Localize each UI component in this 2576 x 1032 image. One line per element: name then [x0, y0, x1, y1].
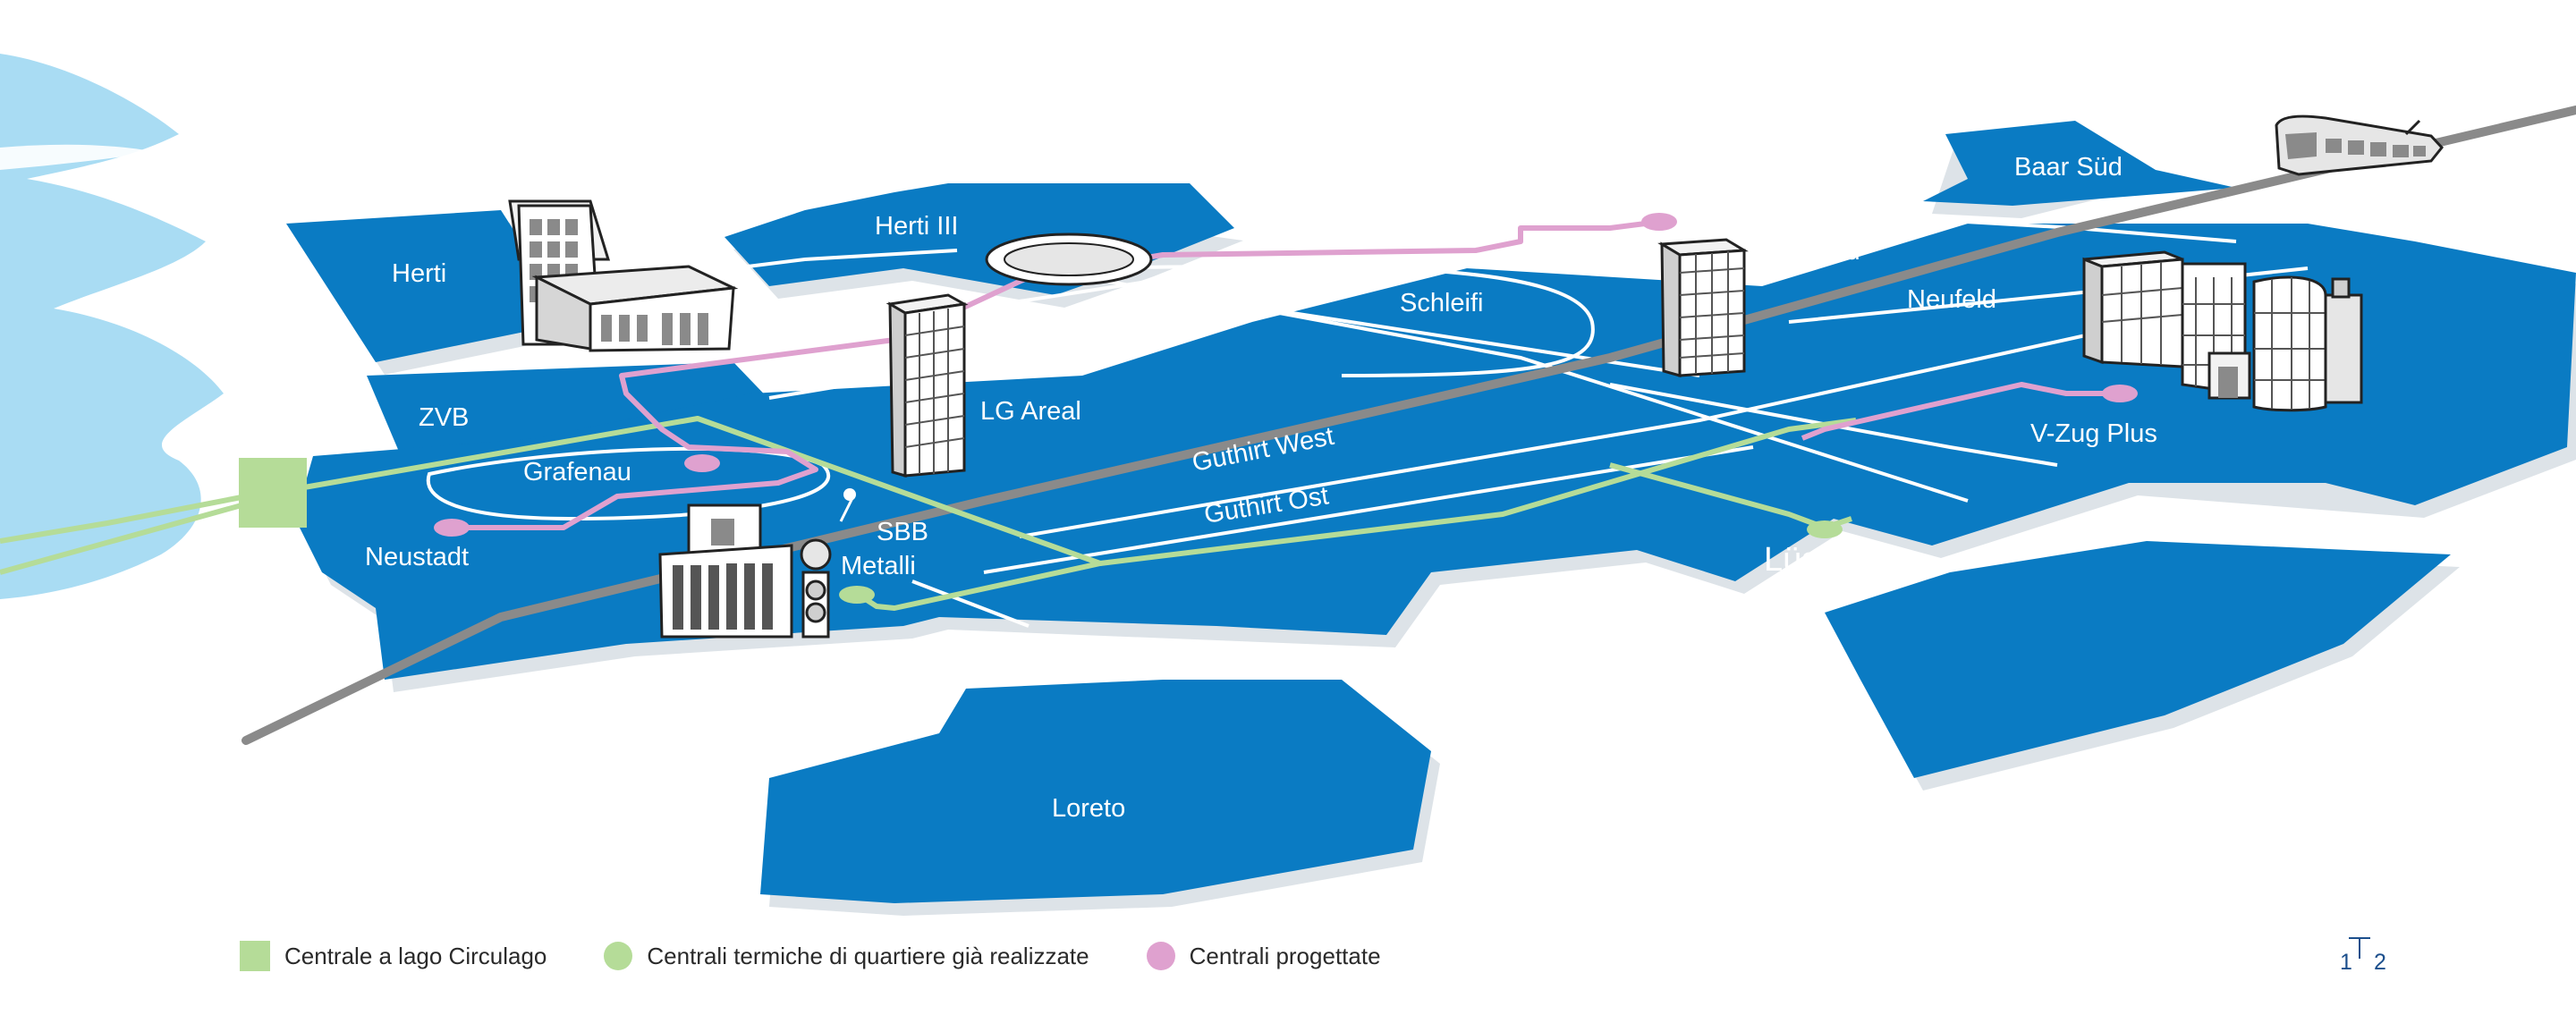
marker-planned-vzug: [2102, 385, 2138, 402]
legend: Centrale a lago Circulago Centrali termi…: [240, 938, 1438, 974]
page-left-number[interactable]: 1: [2340, 950, 2352, 975]
district-herti: [286, 210, 572, 362]
building-icon-v-zug: [2082, 250, 2363, 412]
legend-square-swatch: [240, 941, 270, 971]
label-zvb: ZVB: [419, 403, 469, 432]
building-icon-lg-areal: [886, 293, 969, 478]
lake-zug: [0, 54, 224, 599]
label-herti-iii: Herti III: [875, 212, 958, 241]
label-neustadt: Neustadt: [365, 543, 469, 571]
label-luessi: Lüssi: [1764, 541, 1843, 579]
legend-lake-plant: Centrale a lago Circulago: [240, 941, 547, 971]
legend-green-dot: [604, 942, 633, 970]
network-realized: [0, 416, 1857, 611]
label-unterfeld: Unterfeld: [1755, 237, 1860, 266]
circulago-lake-plant: [239, 458, 307, 528]
label-grafenau: Grafenau: [523, 458, 631, 486]
district-boundaries: [426, 213, 2309, 628]
stadium-icon: [985, 233, 1153, 286]
marker-realized-metalli: [839, 586, 875, 604]
district-south-east: [1825, 541, 2451, 778]
label-metalli: Metalli: [841, 552, 916, 580]
marker-planned-unterfeld: [1641, 213, 1677, 231]
building-icon-herti: [508, 199, 739, 352]
building-icon-unterfeld: [1657, 238, 1749, 377]
district-baar-sued: [1923, 121, 2236, 206]
legend-lake-plant-label: Centrale a lago Circulago: [284, 942, 547, 969]
label-sbb: SBB: [877, 518, 928, 546]
legend-planned-label: Centrali progettate: [1189, 942, 1381, 969]
label-baar-sued: Baar Süd: [2014, 153, 2123, 182]
legend-pink-dot: [1146, 942, 1175, 970]
label-loreto: Loreto: [1052, 794, 1125, 823]
legend-realized: Centrali termiche di quartiere già reali…: [604, 942, 1089, 970]
train-icon: [2275, 114, 2444, 176]
label-herti: Herti: [392, 259, 446, 288]
marker-planned-neustadt: [434, 519, 470, 537]
district-loreto: [760, 680, 1431, 903]
label-schleifi: Schleifi: [1400, 289, 1484, 317]
label-gartenstadt: Gartenstadt: [1021, 311, 1157, 340]
lake-inlet: [0, 144, 157, 170]
page-right-number[interactable]: 2: [2374, 950, 2386, 975]
page-divider-v: [2359, 937, 2360, 959]
marker-sbb: [843, 488, 856, 501]
label-v-zug-plus: V-Zug Plus: [2030, 419, 2157, 448]
marker-planned-grafenau: [684, 454, 720, 472]
marker-realized-luessi: [1807, 520, 1843, 538]
page-indicator[interactable]: 1 2: [2340, 935, 2394, 980]
label-neufeld: Neufeld: [1907, 285, 1996, 314]
label-lg-areal: LG Areal: [980, 397, 1081, 426]
building-icon-metalli: [658, 503, 832, 639]
legend-planned: Centrali progettate: [1146, 942, 1381, 970]
district-center: [295, 224, 2576, 680]
districts: [286, 121, 2576, 903]
plant-markers: [434, 213, 2138, 604]
railway-line: [242, 106, 2576, 745]
legend-realized-label: Centrali termiche di quartiere già reali…: [647, 942, 1089, 969]
